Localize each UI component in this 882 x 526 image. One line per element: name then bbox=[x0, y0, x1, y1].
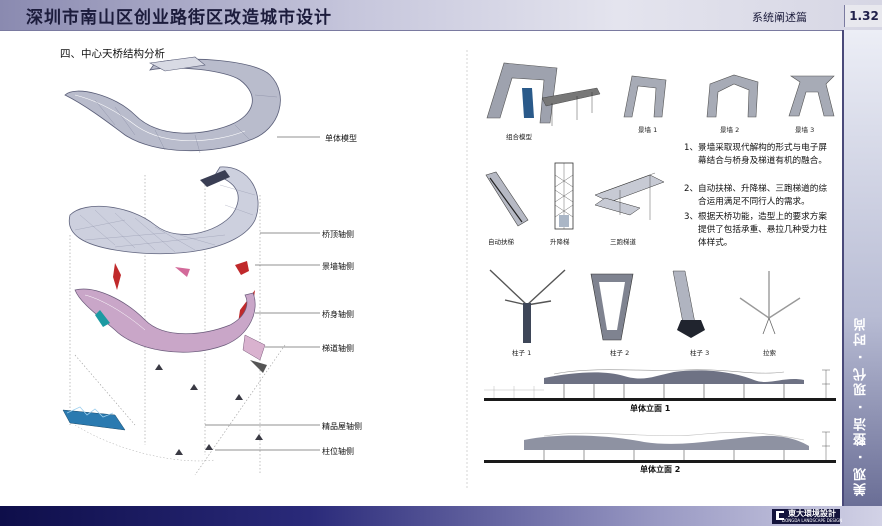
exploded-axonometric-drawing bbox=[62, 56, 320, 476]
combined-model-drawing bbox=[486, 62, 601, 126]
label-stairs: 三跑梯道 bbox=[610, 238, 636, 246]
elevation-2-drawing bbox=[484, 431, 836, 463]
section-subtitle: 四、中心天桥结构分析 bbox=[60, 48, 165, 60]
page-number: 1.32 bbox=[844, 5, 882, 27]
wall-1-drawing bbox=[623, 75, 667, 118]
cable-drawing bbox=[739, 271, 801, 335]
page-title: 深圳市南山区创业路街区改造城市设计 bbox=[26, 8, 332, 28]
label-roof-axis: 桥顶轴侧 bbox=[322, 230, 354, 239]
section-name: 系统阐述篇 bbox=[752, 11, 807, 24]
label-shop-axis: 精品屋轴侧 bbox=[322, 422, 362, 431]
sidebar-divider bbox=[842, 30, 844, 506]
note-2-number: 2、 bbox=[684, 184, 699, 194]
label-elevation-1: 单体立面 1 bbox=[630, 404, 671, 413]
design-note-2: 2、自动扶梯、升降梯、三跑梯道的综合运用满足不同行人的需求。 bbox=[684, 183, 834, 209]
label-escalator: 自动扶梯 bbox=[488, 238, 514, 246]
header-bar bbox=[0, 0, 882, 31]
label-single-model: 单体模型 bbox=[325, 134, 357, 143]
right-sidebar bbox=[842, 30, 882, 506]
label-column-3: 柱子 3 bbox=[690, 349, 710, 357]
label-stair-axis: 梯道轴侧 bbox=[322, 344, 354, 353]
roof-axis-drawing bbox=[68, 166, 259, 255]
label-body-axis: 桥身轴侧 bbox=[322, 310, 354, 319]
note-1-text: 景墙采取现代解构的形式与电子屏幕结合与桥身及梯道有机的融合。 bbox=[698, 143, 827, 167]
label-wall-axis: 景墙轴侧 bbox=[322, 262, 354, 271]
bridge-body-drawing bbox=[74, 288, 256, 353]
label-elevation-2: 单体立面 2 bbox=[640, 465, 681, 474]
logo-name: 東大環境設計 bbox=[788, 509, 836, 518]
note-3-number: 3、 bbox=[684, 212, 699, 222]
escalator-drawing bbox=[485, 171, 529, 227]
stair-axis-drawing bbox=[242, 334, 267, 373]
column-axis-drawing bbox=[155, 364, 263, 455]
column-2-drawing bbox=[590, 273, 634, 341]
design-note-3: 3、根据天桥功能，造型上的要求方案提供了包括承重、悬拉几种受力柱体样式。 bbox=[684, 211, 834, 251]
label-cable: 拉索 bbox=[763, 349, 776, 357]
label-wall-3: 景墙 3 bbox=[795, 126, 815, 134]
logo-mark-icon bbox=[776, 511, 784, 520]
company-logo bbox=[772, 509, 840, 524]
column-3-drawing bbox=[672, 270, 705, 338]
wall-3-drawing bbox=[788, 75, 835, 117]
sidebar-slogan: 美观 · 整洁 · 现代 · 时尚 bbox=[854, 316, 869, 496]
note-3-text: 根据天桥功能，造型上的要求方案提供了包括承重、悬拉几种受力柱体样式。 bbox=[698, 212, 827, 249]
logo-subtitle: DONGDA LANDSCAPE DESIGN bbox=[782, 518, 843, 523]
label-column-2: 柱子 2 bbox=[610, 349, 630, 357]
label-wall-2: 景墙 2 bbox=[720, 126, 740, 134]
shop-axis-drawing bbox=[62, 406, 126, 431]
label-column-1: 柱子 1 bbox=[512, 349, 532, 357]
label-column-axis: 柱位轴侧 bbox=[322, 447, 354, 456]
label-combined-model: 组合模型 bbox=[506, 133, 532, 141]
label-wall-1: 景墙 1 bbox=[638, 126, 658, 134]
footer-bar bbox=[0, 506, 882, 526]
elevator-drawing bbox=[554, 162, 574, 230]
note-1-number: 1、 bbox=[684, 143, 699, 153]
single-model-drawing bbox=[64, 56, 281, 154]
elevation-1-drawing bbox=[484, 369, 836, 401]
three-flight-stairs-drawing bbox=[594, 172, 665, 220]
wall-2-drawing bbox=[706, 74, 759, 118]
label-elevator: 升降梯 bbox=[550, 238, 570, 246]
design-note-1: 1、景墙采取现代解构的形式与电子屏幕结合与桥身及梯道有机的融合。 bbox=[684, 142, 834, 168]
column-1-drawing bbox=[489, 269, 566, 343]
note-2-text: 自动扶梯、升降梯、三跑梯道的综合运用满足不同行人的需求。 bbox=[698, 184, 827, 208]
center-divider bbox=[466, 50, 468, 490]
